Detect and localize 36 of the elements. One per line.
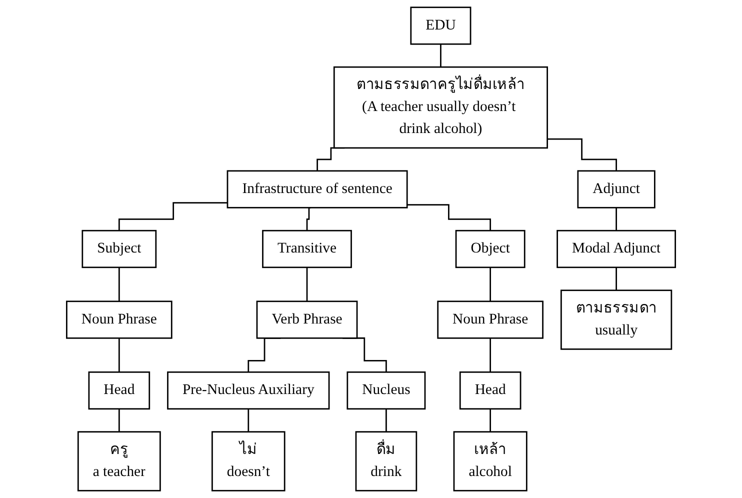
connector [490, 266, 492, 302]
node-box: ดื่ม drink [355, 431, 418, 492]
node-box: Modal Adjunct [556, 230, 676, 268]
connector [118, 202, 228, 232]
connector [490, 408, 492, 433]
node-box: Head [88, 371, 150, 410]
node-box: Verb Phrase [256, 300, 358, 339]
node-box: ตามธรรมดาครูไม่ดื่มเหล้า (A teacher usually doesn’t drink alcohol) [333, 66, 548, 149]
node-box: EDU [410, 6, 472, 45]
node-box: Nucleus [346, 371, 426, 410]
connector [118, 266, 120, 302]
connector [547, 138, 617, 172]
node-box: ตามธรรมดา usually [560, 290, 672, 350]
node-box: Transitive [262, 230, 352, 268]
connector [248, 408, 250, 433]
connector [118, 408, 120, 433]
node-box: ไม่ doesn’t [212, 431, 286, 492]
connector [407, 204, 492, 232]
node-box: Subject [82, 230, 157, 268]
connector [440, 43, 442, 68]
node-box: Pre-Nucleus Auxiliary [167, 371, 330, 410]
connector [616, 206, 617, 232]
node-box: Noun Phrase [66, 300, 172, 339]
connector [490, 337, 492, 373]
node-box: เหล้า alcohol [453, 431, 528, 492]
node-box: Head [459, 371, 522, 410]
node-box: Adjunct [577, 170, 656, 208]
connector [118, 337, 120, 373]
node-box: ครู a teacher [77, 431, 161, 492]
connector [616, 266, 617, 292]
connector [306, 206, 311, 232]
node-box: Object [455, 230, 526, 268]
connector [386, 408, 387, 433]
node-box: Infrastructure of sentence [226, 170, 408, 208]
node-box: Noun Phrase [437, 300, 544, 339]
connector [306, 266, 308, 302]
